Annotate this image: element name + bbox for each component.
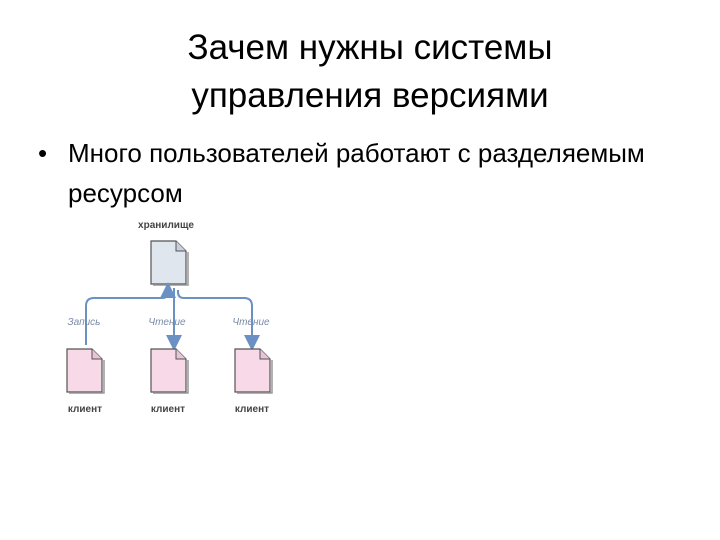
write-arrow xyxy=(85,282,176,345)
client-document-icon xyxy=(150,348,189,394)
bullet-item: • Много пользователей работают с разделя… xyxy=(28,133,688,213)
client-label: клиент xyxy=(151,404,185,415)
title-line-1: Зачем нужны системы xyxy=(187,28,553,67)
client-document-icon xyxy=(234,348,273,394)
read-arrow-right xyxy=(177,290,260,351)
repository-document-icon xyxy=(150,240,189,286)
client-document-icon xyxy=(66,348,105,394)
action-label-read-1: Чтение xyxy=(148,317,186,328)
action-label-read-2: Чтение xyxy=(232,317,270,328)
repository-label: хранилище xyxy=(138,220,194,231)
client-label: клиент xyxy=(68,404,102,415)
connector-lines xyxy=(85,282,260,351)
slide-title: Зачем нужны системы управления версиями xyxy=(60,24,680,120)
bullet-marker: • xyxy=(38,138,48,168)
client-label: клиент xyxy=(235,404,269,415)
title-line-2: управления версиями xyxy=(191,76,549,115)
action-label-write: Запись xyxy=(68,317,101,328)
bullet-text: Много пользователей работают с разделяем… xyxy=(68,138,645,208)
